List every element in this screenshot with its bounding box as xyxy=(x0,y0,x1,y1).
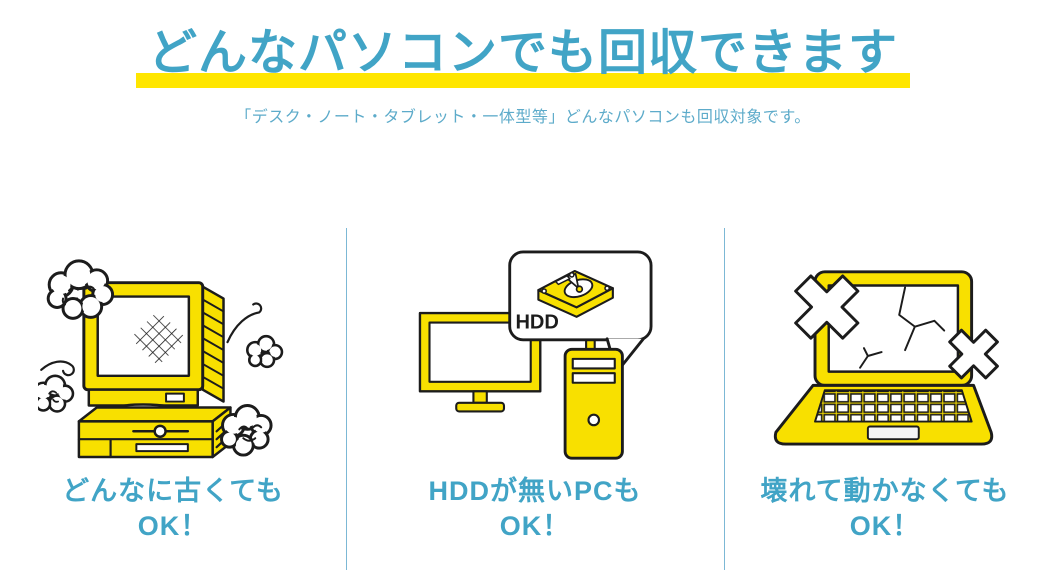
touchpad xyxy=(866,425,920,441)
screen-crack-1 xyxy=(898,286,946,352)
swirl-left xyxy=(40,360,75,377)
x-mark-large-icon xyxy=(794,274,860,340)
screen-crack-2 xyxy=(859,347,883,369)
caption-line-1: HDDが無いPCも xyxy=(428,476,642,506)
page-subtitle: 「デスク・ノート・タブレット・一体型等」どんなパソコンも回収対象です。 xyxy=(235,108,811,126)
feature-old-pc: どんなに古くても OK！ xyxy=(0,228,346,570)
power-button xyxy=(586,413,600,427)
hdd-bubble-label: HDD xyxy=(515,311,558,333)
broken-laptop-icon xyxy=(773,270,999,446)
broken-laptop-illustration xyxy=(724,228,1046,468)
monitor-stand xyxy=(471,390,488,404)
hdd-drive-icon xyxy=(536,269,614,318)
feature-caption: どんなに古くても OK！ xyxy=(62,474,284,544)
page-title: どんなパソコンでも回収できます xyxy=(0,27,1046,88)
dusty-crt-illustration xyxy=(0,228,346,468)
desktop-pc-hdd-icon: HDD xyxy=(418,250,652,460)
floppy-slot xyxy=(135,443,189,453)
keyboard xyxy=(814,389,973,423)
caption-line-2: OK！ xyxy=(137,511,209,542)
crt-computer-icon xyxy=(38,259,284,459)
base-unit xyxy=(77,406,232,423)
caption-line-1: どんなに古くても xyxy=(62,476,284,506)
x-mark-small-icon xyxy=(948,328,999,380)
feature-columns: どんなに古くても OK！ xyxy=(0,228,1046,570)
caption-line-1: 壊れて動かなくても xyxy=(760,476,1010,506)
column-divider-left xyxy=(346,228,347,570)
swirl-right xyxy=(226,302,263,344)
caption-line-2: OK！ xyxy=(499,511,571,542)
feature-broken-pc: 壊れて動かなくても OK！ xyxy=(724,228,1046,570)
caption-line-2: OK！ xyxy=(849,511,921,542)
feature-no-hdd: HDD HDDが無いPCも OK！ xyxy=(346,228,724,570)
desktop-pc-hdd-illustration: HDD xyxy=(346,228,724,468)
feature-caption: HDDが無いPCも OK！ xyxy=(428,474,641,544)
page-title-highlight: どんなパソコンでも回収できます xyxy=(135,27,910,88)
column-divider-right xyxy=(724,228,725,570)
section-header: どんなパソコンでも回収できます 「デスク・ノート・タブレット・一体型等」どんなパ… xyxy=(0,0,1046,127)
feature-caption: 壊れて動かなくても OK！ xyxy=(760,474,1009,544)
